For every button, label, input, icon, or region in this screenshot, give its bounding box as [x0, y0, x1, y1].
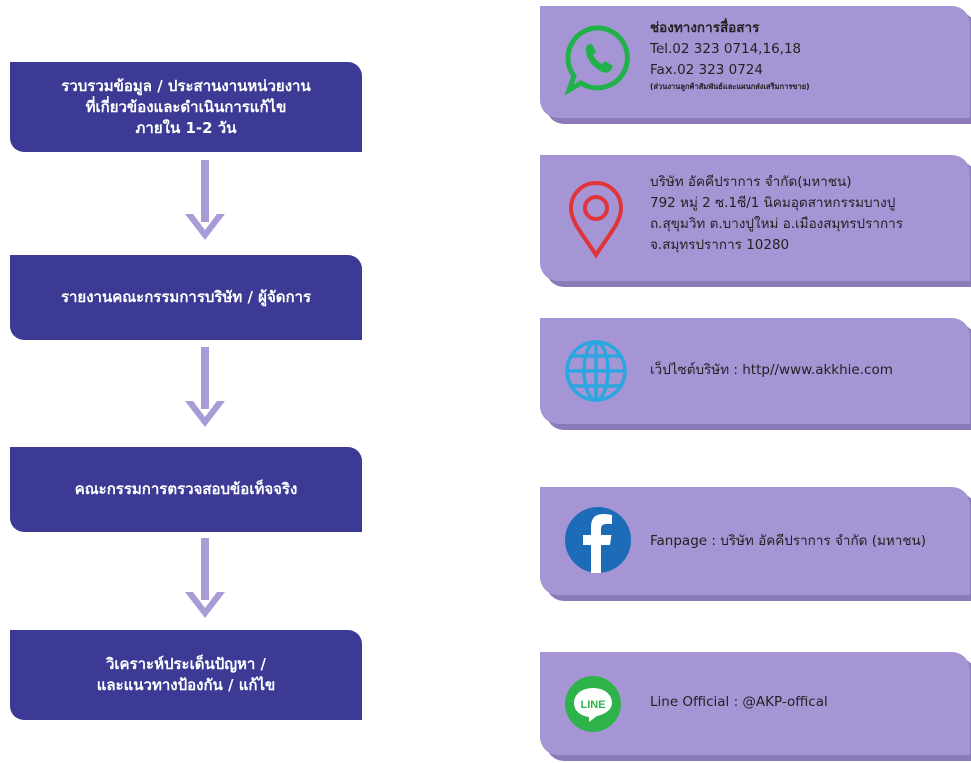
contact-card-address: บริษัท อัคคีปราการ จำกัด(มหาชน) 792 หมู่… — [540, 155, 970, 281]
fax-number: Fax.02 323 0724 — [650, 62, 763, 78]
flow-step-1-text: รวบรวมข้อมูล / ประสานงานหน่วยงาน ที่เกี่… — [61, 76, 311, 137]
down-arrow-icon — [185, 160, 225, 240]
globe-icon — [565, 340, 627, 402]
whatsapp-phone-icon — [564, 25, 630, 96]
contact-card-facebook: Fanpage : บริษัท อัคคีปราการ จำกัด (มหาช… — [540, 487, 970, 595]
fanpage-text: Fanpage : บริษัท อัคคีปราการ จำกัด (มหาช… — [650, 531, 964, 552]
fanpage-link[interactable]: Fanpage : บริษัท อัคคีปราการ จำกัด (มหาช… — [650, 533, 927, 549]
flow-step-3-text: คณะกรรมการตรวจสอบข้อเท็จจริง — [74, 480, 298, 498]
address-line-1: บริษัท อัคคีปราการ จำกัด(มหาชน) — [650, 174, 852, 190]
flow-step-4-text: วิเคราะห์ประเด็นปัญหา / และแนวทางป้องกัน… — [96, 655, 276, 694]
channels-title: ช่องทางการสื่อสาร — [650, 20, 760, 36]
address-line-4: จ.สมุทรปราการ 10280 — [650, 237, 790, 253]
flow-step-2-text: รายงานคณะกรรมการบริษัท / ผู้จัดการ — [60, 288, 312, 306]
website-text: เว็ปไซต์บริษัท : http//www.akkhie.com — [650, 360, 964, 381]
address-line-2: 792 หมู่ 2 ซ.1ซี/1 นิคมอุตสาหกรรมบางปู — [650, 195, 896, 211]
location-pin-icon — [568, 181, 624, 259]
contact-phone-text: ช่องทางการสื่อสาร Tel.02 323 0714,16,18 … — [650, 18, 964, 93]
facebook-icon — [565, 507, 631, 573]
flow-step-2: รายงานคณะกรรมการบริษัท / ผู้จัดการ — [10, 255, 362, 340]
tel-number: Tel.02 323 0714,16,18 — [650, 41, 802, 57]
contact-card-line: LINE Line Official : @AKP-offical — [540, 652, 970, 755]
fax-note: (ส่วนงานลูกค้าสัมพันธ์และแผนกส่งเสริมการ… — [650, 82, 810, 91]
line-text: Line Official : @AKP-offical — [650, 692, 964, 713]
down-arrow-icon — [185, 347, 225, 427]
line-logo-icon: LINE — [565, 676, 621, 732]
line-official-id[interactable]: Line Official : @AKP-offical — [650, 694, 828, 710]
flow-step-3: คณะกรรมการตรวจสอบข้อเท็จจริง — [10, 447, 362, 532]
address-line-3: ถ.สุขุมวิท ต.บางปูใหม่ อ.เมืองสมุทรปรากา… — [650, 216, 903, 232]
address-text: บริษัท อัคคีปราการ จำกัด(มหาชน) 792 หมู่… — [650, 172, 964, 256]
contact-card-phone: ช่องทางการสื่อสาร Tel.02 323 0714,16,18 … — [540, 6, 970, 118]
flow-step-4: วิเคราะห์ประเด็นปัญหา / และแนวทางป้องกัน… — [10, 630, 362, 720]
contact-card-website: เว็ปไซต์บริษัท : http//www.akkhie.com — [540, 318, 970, 424]
line-logo-text: LINE — [580, 699, 605, 711]
flow-step-1: รวบรวมข้อมูล / ประสานงานหน่วยงาน ที่เกี่… — [10, 62, 362, 152]
website-link[interactable]: เว็ปไซต์บริษัท : http//www.akkhie.com — [650, 362, 893, 378]
down-arrow-icon — [185, 538, 225, 618]
